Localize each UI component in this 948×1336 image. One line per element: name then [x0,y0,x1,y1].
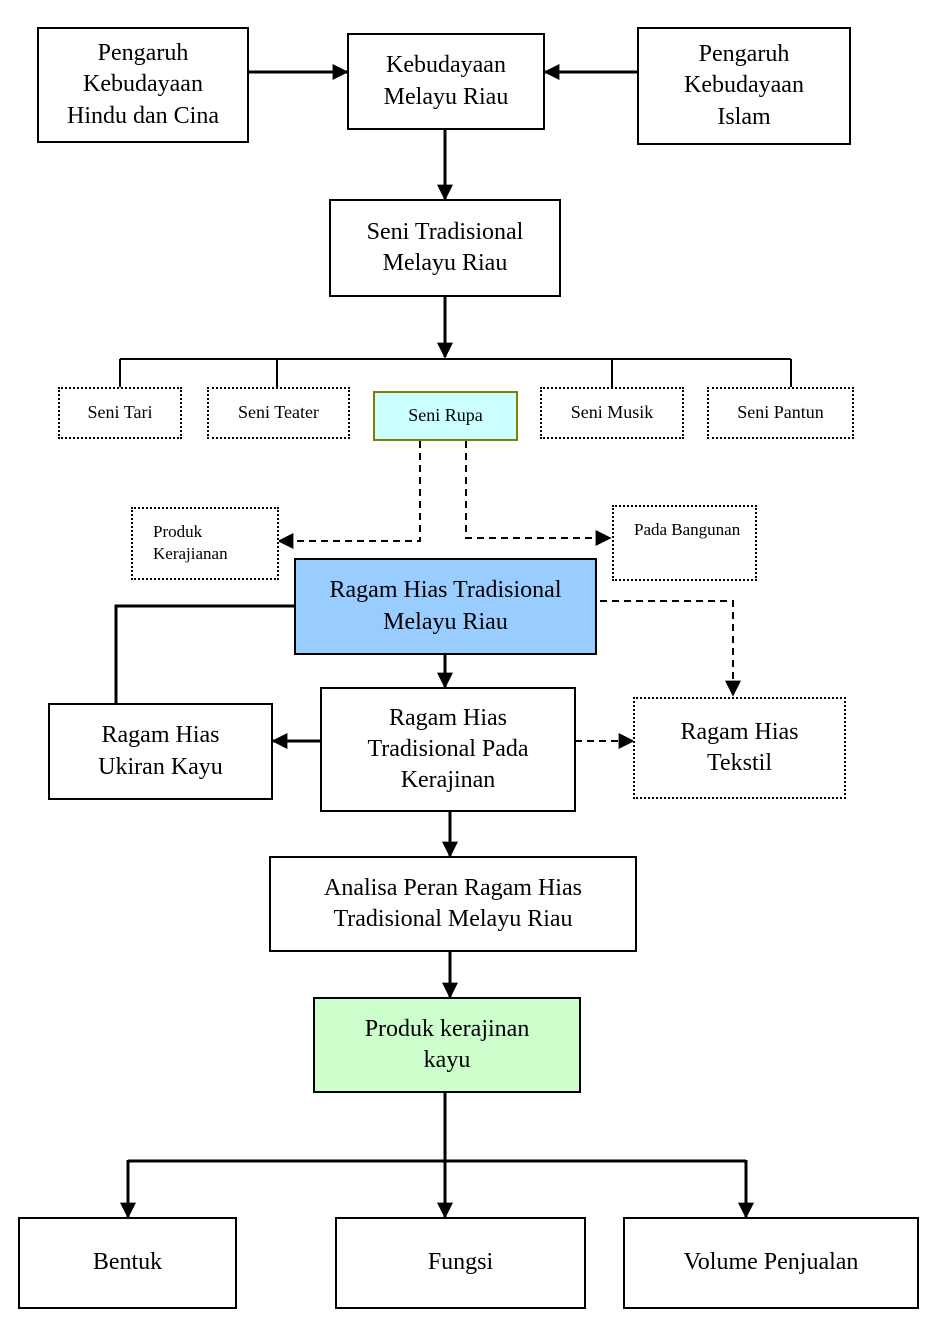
node-pengaruh-islam: Pengaruh Kebudayaan Islam [637,27,851,145]
node-seni-pantun: Seni Pantun [707,387,854,439]
node-seni-teater: Seni Teater [207,387,350,439]
node-seni-tari: Seni Tari [58,387,182,439]
node-seni-tradisional: Seni Tradisional Melayu Riau [329,199,561,297]
dashed-rupa-to-bangunan [465,441,612,546]
node-ragam-hias-tradisional: Ragam Hias Tradisional Melayu Riau [294,558,597,655]
node-ragam-hias-tekstil: Ragam Hias Tekstil [633,697,846,799]
node-seni-rupa: Seni Rupa [373,391,518,441]
node-analisa-peran: Analisa Peran Ragam Hias Tradisional Mel… [269,856,637,952]
node-seni-musik: Seni Musik [540,387,684,439]
node-ragam-hias-pada-kerajinan: Ragam Hias Tradisional Pada Kerajinan [320,687,576,812]
node-ragam-hias-ukiran-kayu: Ragam Hias Ukiran Kayu [48,703,273,800]
node-volume-penjualan: Volume Penjualan [623,1217,919,1309]
dashed-ragam-to-tekstil [588,600,741,697]
dashed-rupa-to-produk [277,441,421,549]
line-ragam-to-ukiran [114,604,294,703]
node-pengaruh-hindu-cina: Pengaruh Kebudayaan Hindu dan Cina [37,27,249,143]
node-fungsi: Fungsi [335,1217,586,1309]
node-produk-kerajinan-kayu: Produk kerajinan kayu [313,997,581,1093]
node-kebudayaan-melayu-riau: Kebudayaan Melayu Riau [347,33,545,130]
node-bentuk: Bentuk [18,1217,237,1309]
node-pada-bangunan: Pada Bangunan [612,505,757,581]
node-produk-kerajianan: Produk Kerajianan [131,507,279,580]
